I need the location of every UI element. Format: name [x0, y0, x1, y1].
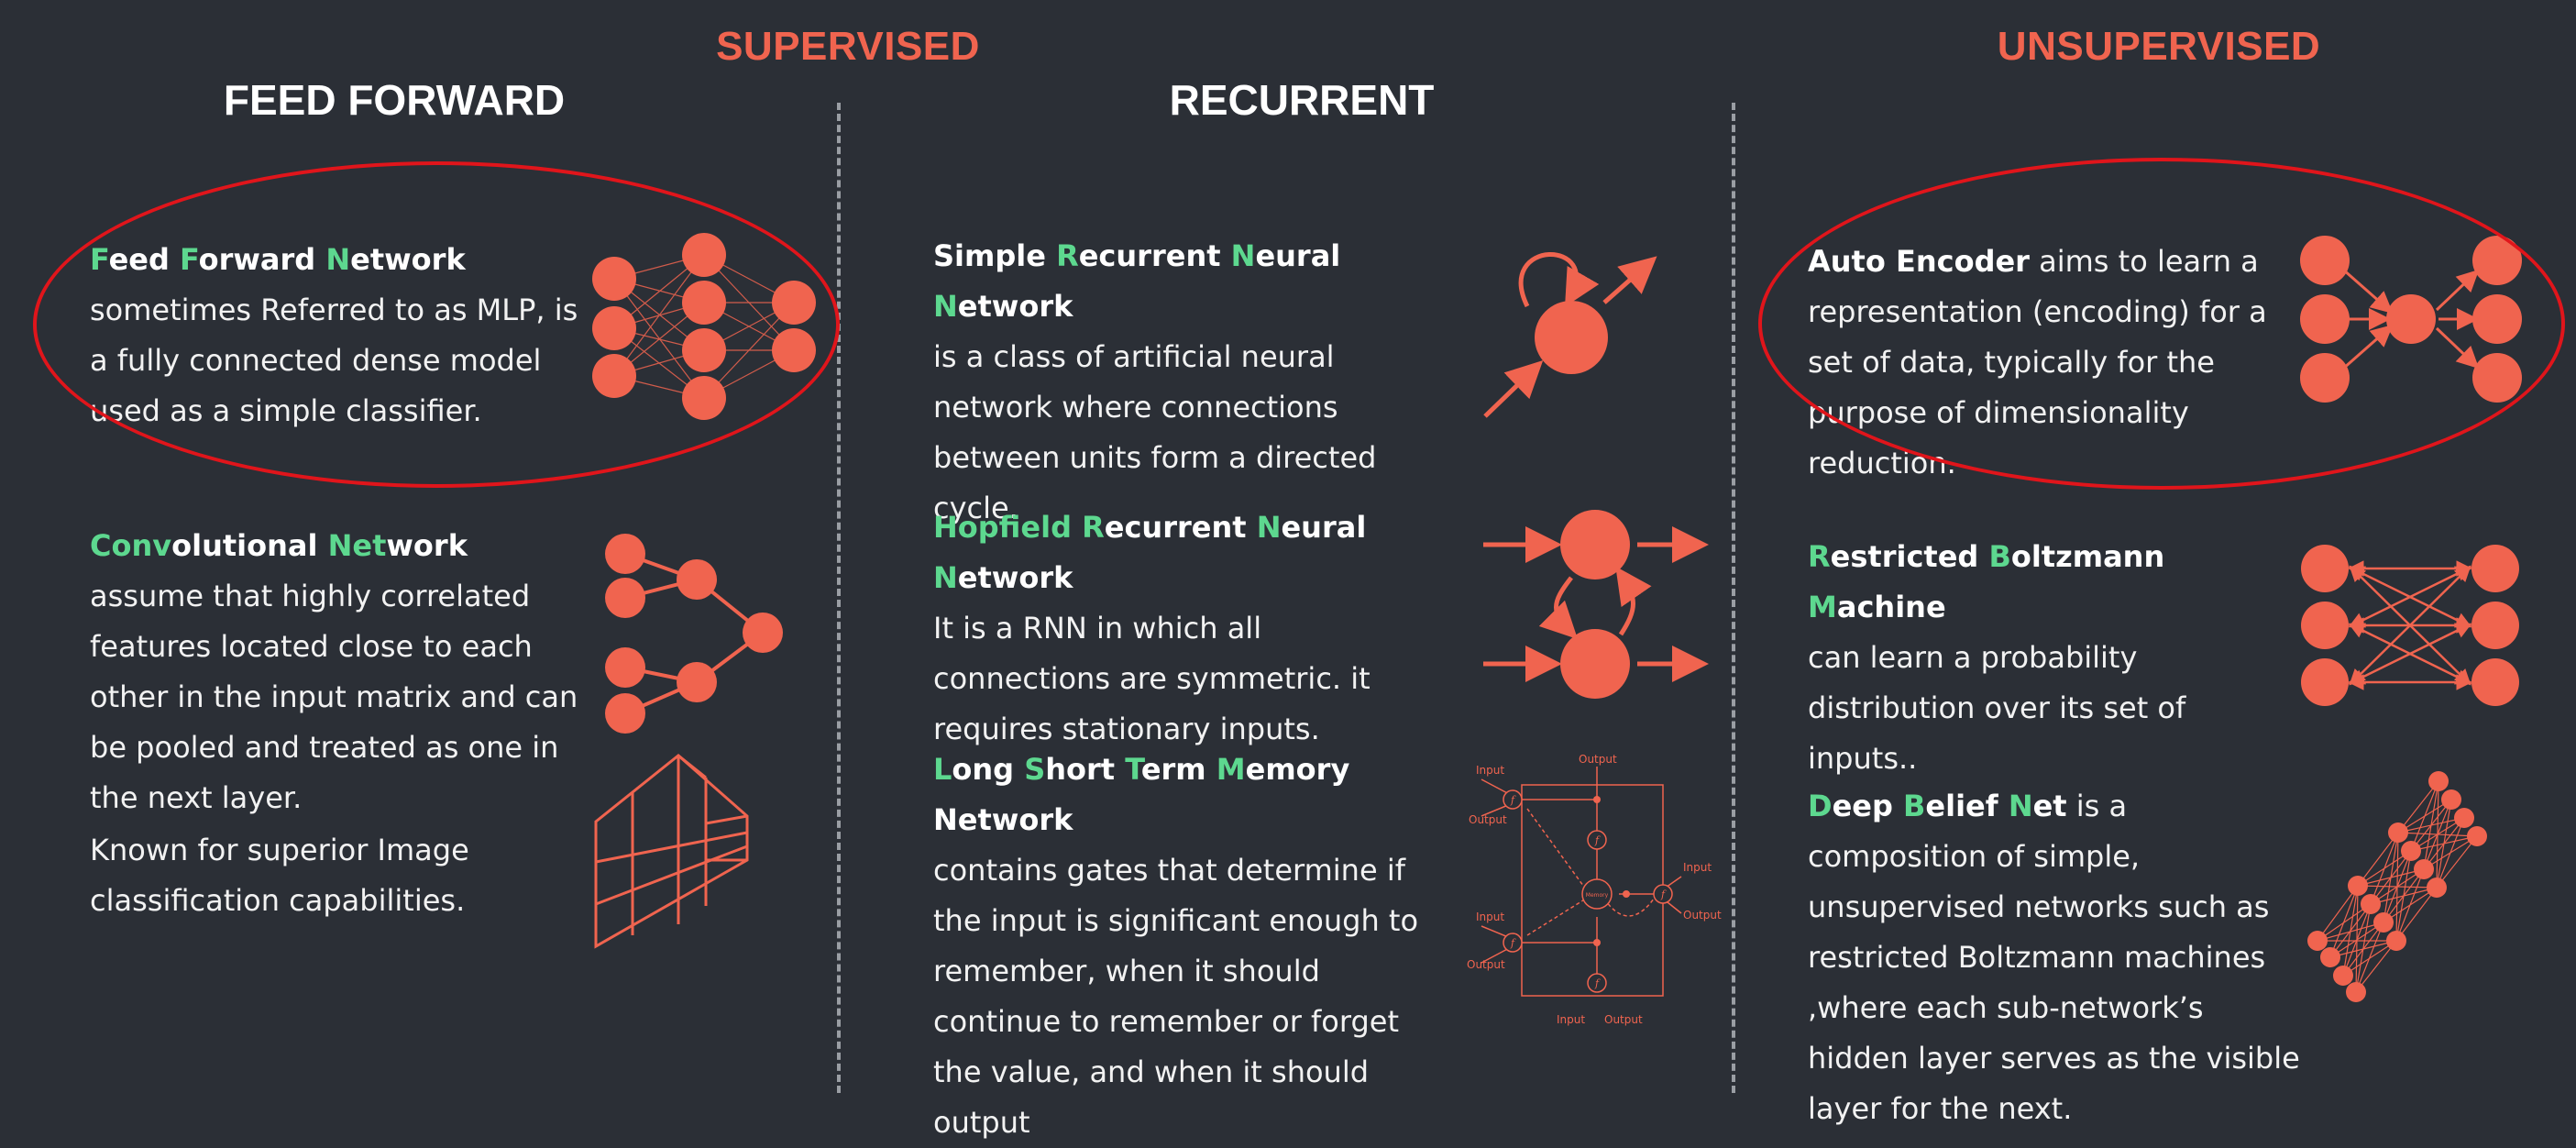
unsupervised-heading: UNSUPERVISED — [1997, 24, 2321, 69]
cnn-network-icon — [605, 534, 783, 734]
lstm-gate-f-5: f — [1594, 977, 1601, 989]
column-divider-right — [1732, 103, 1735, 1093]
hopfield-network-icon — [1483, 510, 1709, 699]
lstm-gate-f-1: f — [1510, 794, 1516, 806]
recurrent-heading: RECURRENT — [1169, 76, 1435, 124]
srnn-loop-icon — [1483, 252, 1657, 418]
autoencoder-highlight-circle — [1758, 158, 2565, 490]
dbn-neuron — [2307, 931, 2328, 951]
dbn-neuron — [2388, 822, 2408, 843]
lstm-gate-f-4: f — [1660, 889, 1667, 900]
hopfield-title: Hopfield Recurrent Neural Network — [933, 510, 1367, 595]
dbn-neuron — [2467, 826, 2487, 846]
lstm-output-tl-label: Output — [1469, 813, 1507, 826]
dbn-neuron — [2454, 808, 2474, 828]
lstm-gate-f-3: f — [1510, 937, 1516, 949]
dbn-neuron — [2333, 966, 2353, 986]
dbn-neuron — [2414, 859, 2434, 879]
supervised-heading: SUPERVISED — [716, 24, 980, 69]
column-divider-left — [837, 103, 841, 1093]
lstm-output-bl-label: Output — [1467, 958, 1505, 971]
cnn-kernel-icon — [594, 754, 749, 949]
dbn-neuron — [2427, 878, 2447, 898]
lstm-title: Long Short Term Memory Network — [933, 752, 1350, 837]
lstm-gate-f-2: f — [1594, 834, 1601, 846]
dbn-description: Deep Belief Net is a composition of simp… — [1808, 789, 2300, 1126]
dbn-neuron — [2320, 947, 2340, 967]
lstm-input-r-label: Input — [1683, 861, 1712, 874]
dbn-neuron — [2401, 841, 2421, 861]
rbm-network-icon — [2301, 545, 2519, 706]
feed-forward-heading: FEED FORWARD — [223, 76, 566, 124]
dbn-title: Deep Belief Net — [1808, 789, 2067, 823]
cnn-description: Convolutional Network assume that highly… — [90, 528, 578, 815]
srnn-title: Simple Recurrent Neural Network — [933, 238, 1341, 324]
lstm-output-b-label: Output — [1604, 1013, 1643, 1026]
dbn-network-icon — [2307, 771, 2487, 1002]
lstm-input-b-label: Input — [1557, 1013, 1585, 1026]
dbn-neuron — [2428, 771, 2449, 791]
cnn-note: Known for superior Image classification … — [90, 833, 469, 918]
lstm-input-tl-label: Input — [1476, 764, 1504, 777]
dbn-neuron — [2441, 789, 2461, 810]
lstm-memory-label: Memory — [1586, 892, 1609, 899]
dbn-neuron — [2346, 982, 2366, 1002]
dbn-neuron — [2361, 894, 2381, 914]
dbn-neuron — [2373, 912, 2394, 933]
lstm-input-bl-label: Input — [1476, 911, 1504, 923]
ffn-highlight-circle — [33, 161, 840, 488]
lstm-output-r-label: Output — [1683, 909, 1722, 922]
lstm-cell-diagram: Output Input Output Input Output Input O… — [1467, 753, 1722, 1026]
cnn-title: Convolutional Network — [90, 528, 468, 563]
lstm-output-top-label: Output — [1579, 753, 1617, 766]
dbn-neuron — [2386, 931, 2406, 951]
dbn-neuron — [2348, 876, 2368, 896]
rbm-title: Restricted Boltzmann Machine — [1808, 539, 2165, 624]
